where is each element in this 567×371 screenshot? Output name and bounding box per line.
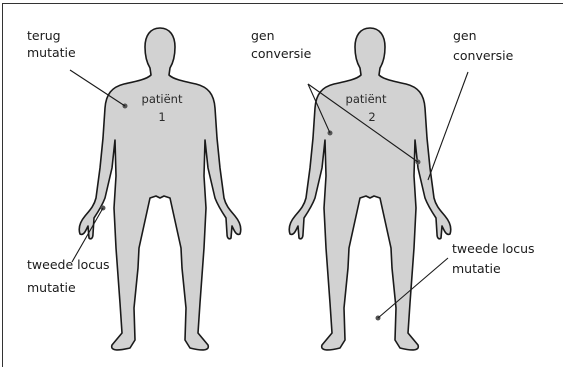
label-gene-conversion-left-line2: conversie	[251, 46, 312, 61]
label-second-locus-1-line1: tweede locus	[27, 257, 110, 272]
leader-gene-conversion-2	[428, 72, 468, 180]
patient-1-number: 1	[158, 110, 165, 124]
label-back-mutation-line2: mutatie	[27, 45, 76, 60]
label-back-mutation-line1: terug	[27, 28, 61, 43]
patient-2-number: 2	[368, 110, 375, 124]
label-second-locus-1-line2: mutatie	[27, 280, 76, 295]
label-second-locus-2-line1: tweede locus	[452, 241, 535, 256]
patient-1-name: patiënt	[142, 92, 183, 106]
patient-2-name: patiënt	[346, 92, 387, 106]
label-gene-conversion-left-line1: gen	[251, 28, 275, 43]
label-second-locus-2-line2: mutatie	[452, 261, 501, 276]
human-figure-patient-1	[79, 28, 241, 350]
human-figure-patient-2	[289, 28, 451, 350]
label-gene-conversion-right-line2: conversie	[453, 48, 514, 63]
label-gene-conversion-right-line1: gen	[453, 28, 477, 43]
